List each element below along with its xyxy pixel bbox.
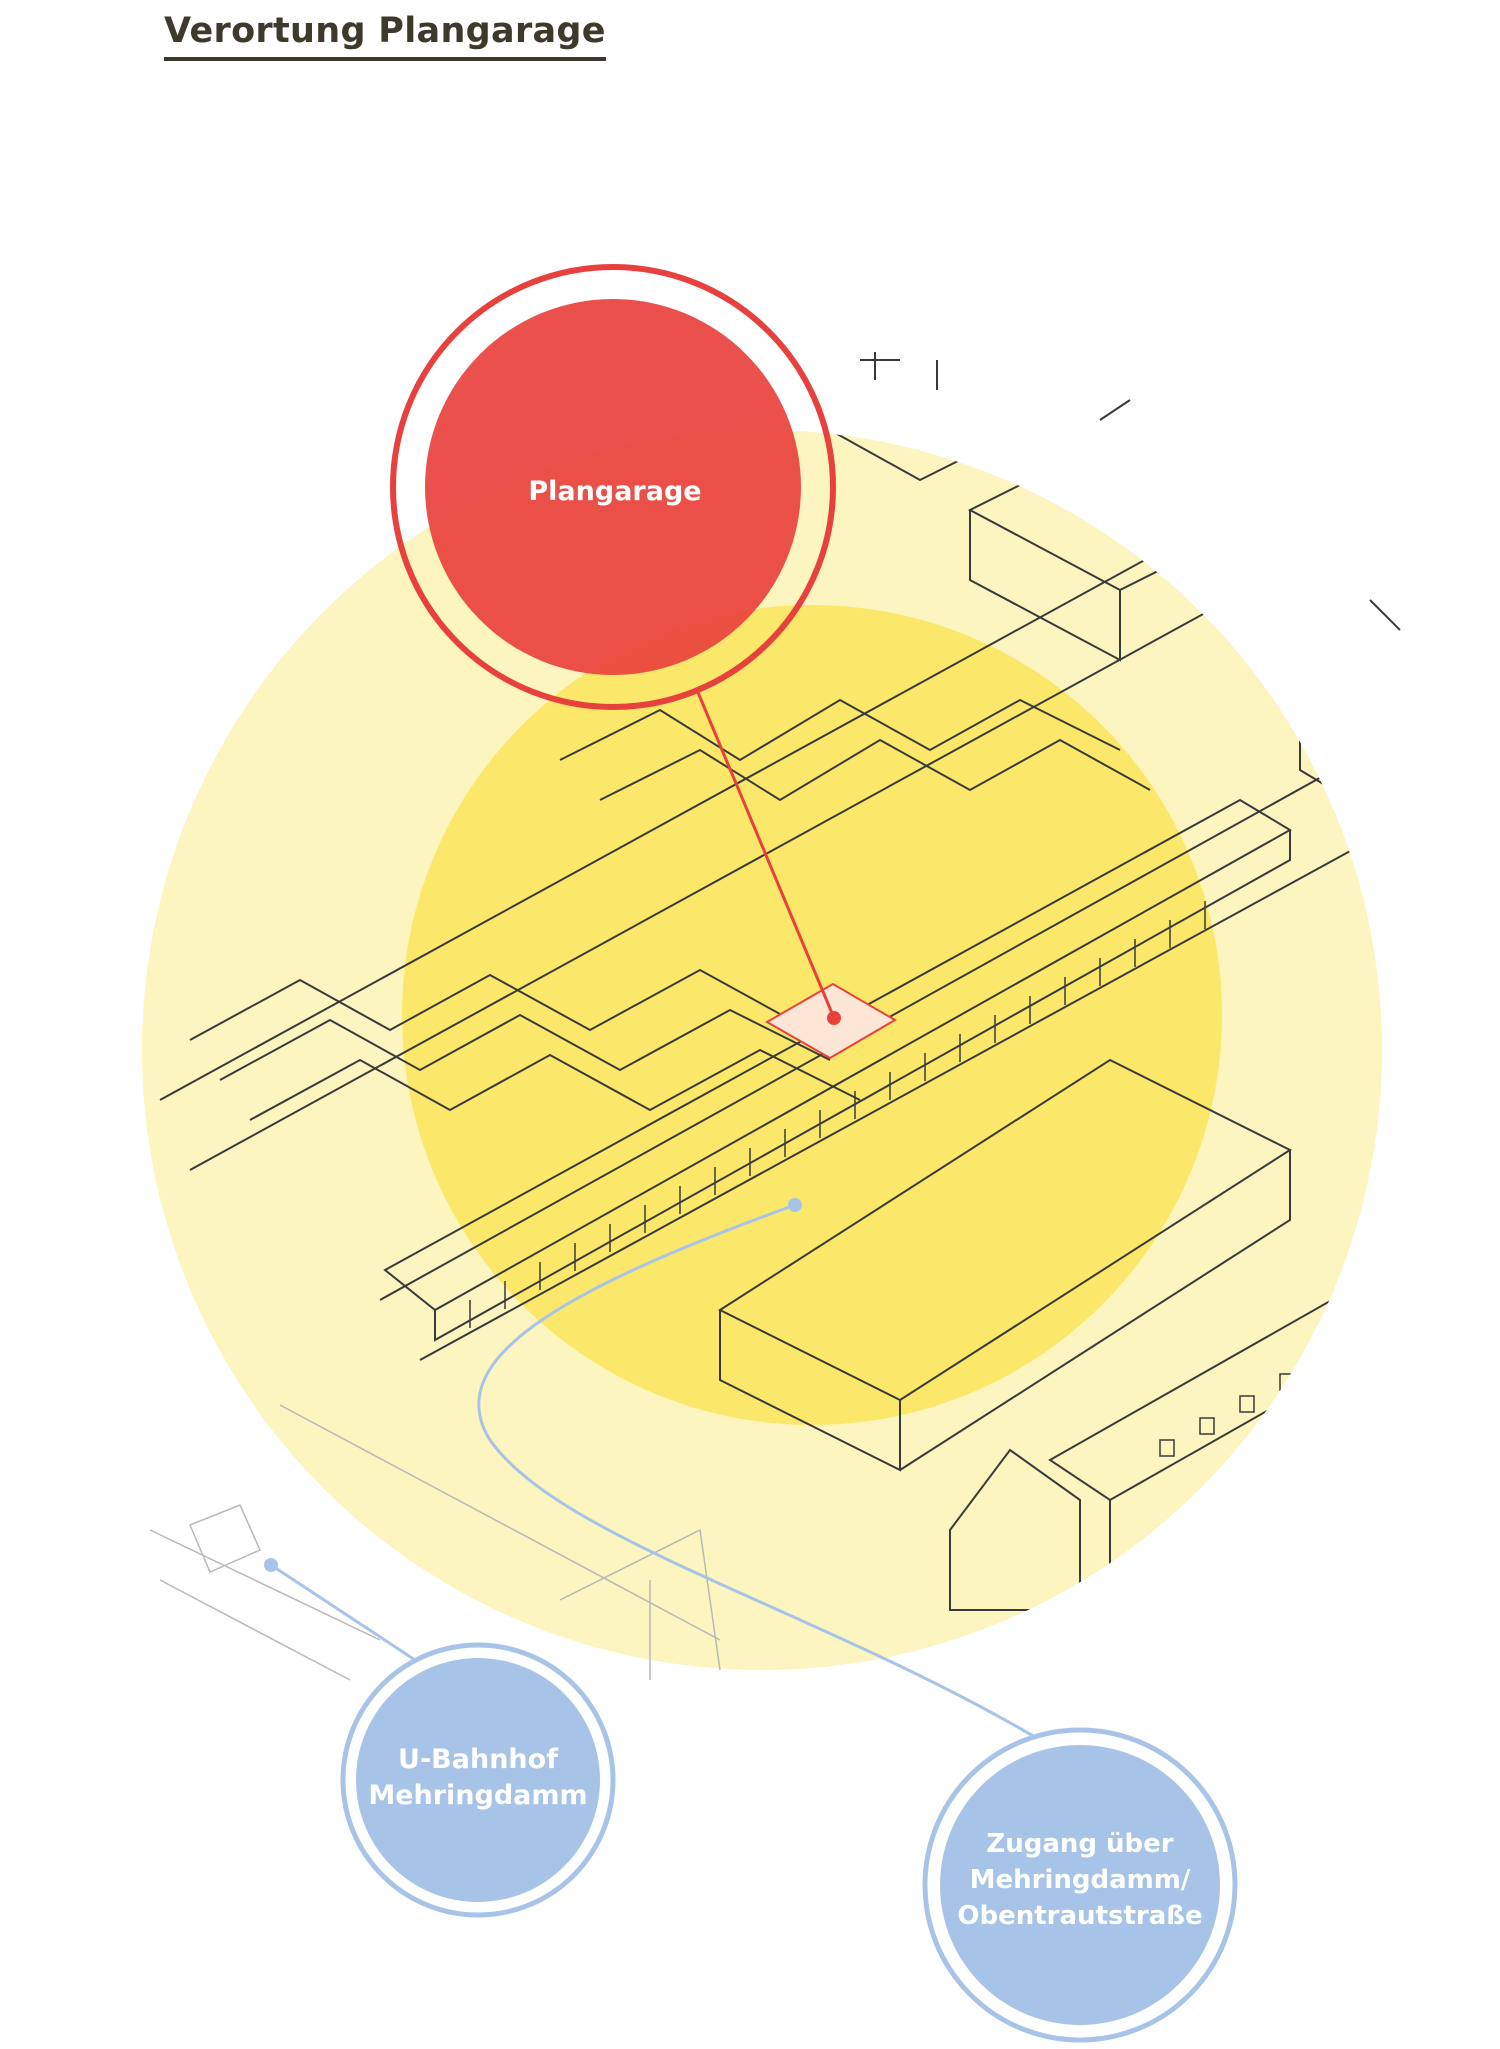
zugang-route-line <box>477 1203 1041 1742</box>
zugang-route-dot <box>788 1198 802 1212</box>
ubahn-callout-disc <box>356 1658 600 1902</box>
zugang-label-line1: Zugang über <box>986 1829 1173 1859</box>
isometric-buildings <box>159 430 1382 1611</box>
plangarage-leader-dot <box>827 1011 841 1025</box>
plangarage-callout: Plangarage <box>390 264 836 710</box>
street-lines-outer <box>860 352 1401 631</box>
ubahn-label-line1: U-Bahnhof <box>398 1744 558 1775</box>
page-title: Verortung Plangarage <box>164 10 606 61</box>
plangarage-label: Plangarage <box>528 476 701 507</box>
zugang-label-line2: Mehringdamm/ <box>970 1865 1191 1895</box>
zugang-callout-disc <box>940 1745 1220 2025</box>
zugang-label-line3: Obentrautstraße <box>957 1901 1202 1931</box>
ubahn-label-line2: Mehringdamm <box>368 1780 587 1811</box>
plangarage-leader-line <box>695 689 836 1019</box>
zugang-callout: Zugang über Mehringdamm/ Obentrautstraße <box>922 1727 1238 2043</box>
ubahn-leader-line <box>270 1563 416 1662</box>
ubahn-callout: U-Bahnhof Mehringdamm <box>340 1642 616 1918</box>
metro-context-lines <box>149 1404 721 1681</box>
plangarage-callout-disc <box>425 299 801 675</box>
plangarage-callout-ring <box>390 264 836 710</box>
ubahn-leader-dot <box>264 1558 278 1572</box>
